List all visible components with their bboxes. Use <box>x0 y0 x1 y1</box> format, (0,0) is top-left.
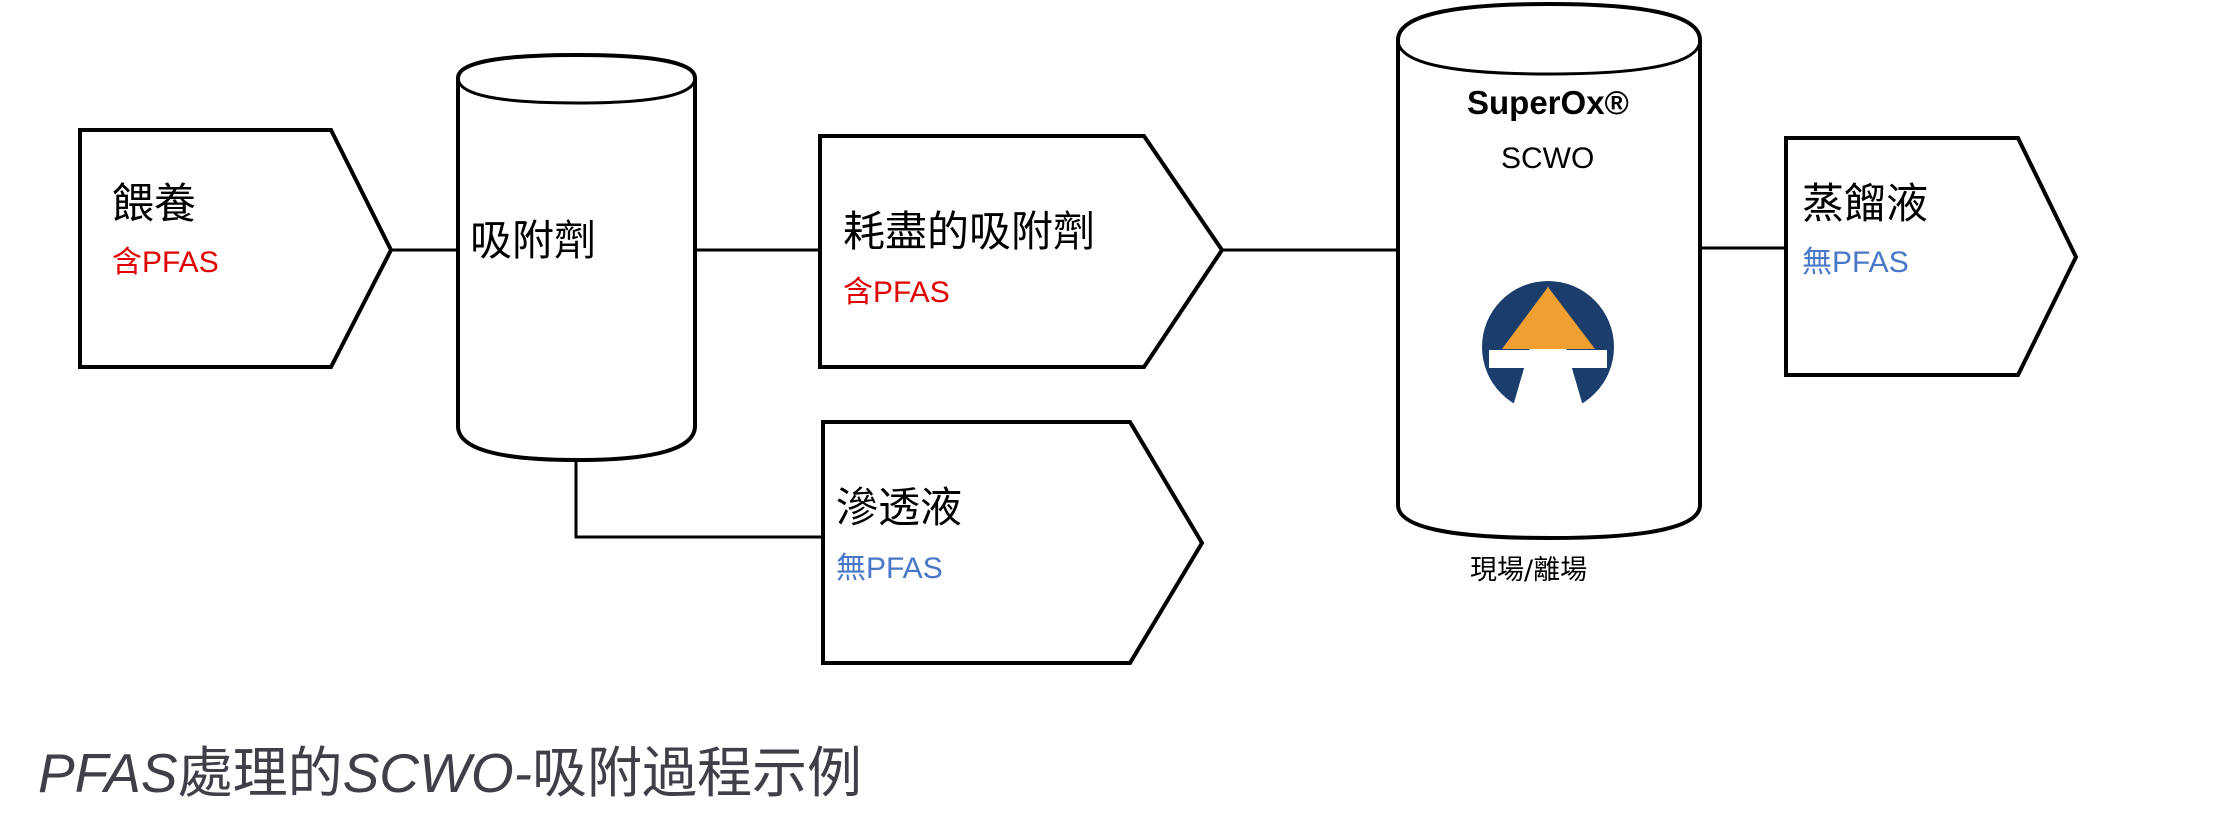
permeate-node <box>821 420 1205 665</box>
permeate-status: 無PFAS <box>836 552 943 585</box>
spent-adsorbent-status: 含PFAS <box>843 276 950 309</box>
reactor-location: 現場/離場 <box>1470 555 1588 586</box>
permeate-title: 滲透液 <box>836 483 963 532</box>
feed-status: 含PFAS <box>112 246 219 279</box>
adsorbent-vessel <box>456 52 697 463</box>
adsorbent-title: 吸附劑 <box>470 216 597 265</box>
figure-caption: PFAS處理的SCWO-吸附過程示例 <box>38 741 863 805</box>
reactor-brand: SuperOx® <box>1467 84 1629 121</box>
connector-adsorbent-permeate <box>574 458 823 539</box>
distillate-status: 無PFAS <box>1802 246 1909 279</box>
reactor-vessel <box>1396 1 1702 541</box>
spent-adsorbent-node <box>818 134 1225 369</box>
distillate-title: 蒸餾液 <box>1802 179 1929 228</box>
superox-logo-icon <box>1482 281 1614 430</box>
feed-node <box>78 128 394 369</box>
distillate-node <box>1784 136 2079 377</box>
spent-adsorbent-title: 耗盡的吸附劑 <box>843 207 1096 256</box>
feed-title: 餵養 <box>112 179 197 228</box>
reactor-subtitle: SCWO <box>1501 142 1595 175</box>
